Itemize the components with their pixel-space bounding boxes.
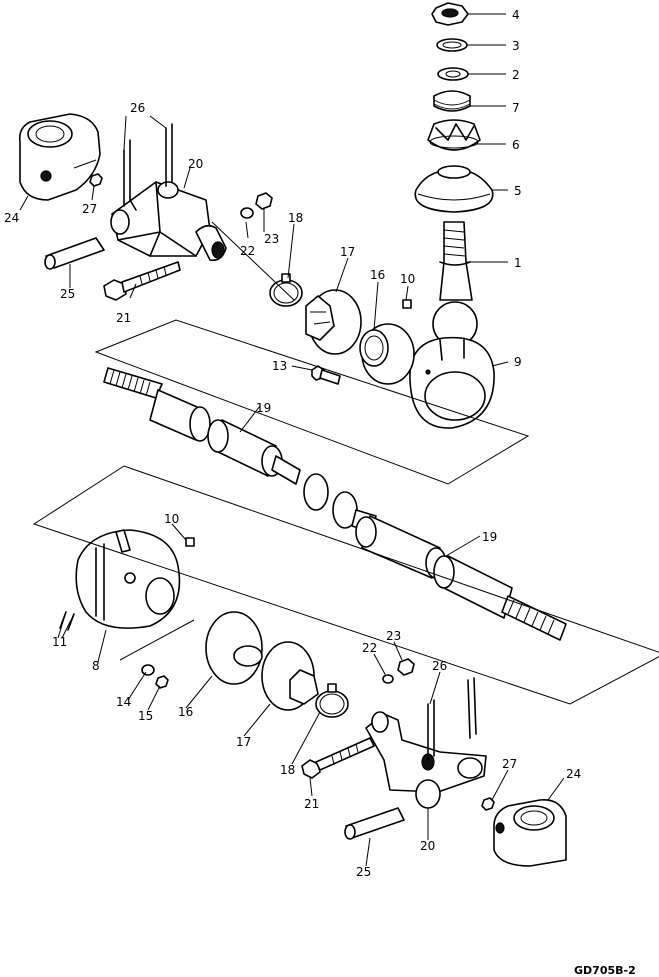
callout-7: 7 xyxy=(512,101,520,115)
callouts: 4 3 2 7 6 5 1 9 10 13 16 17 18 19 20 21 … xyxy=(4,8,581,879)
callout-25a: 25 xyxy=(60,287,75,301)
grease-fitting-10a xyxy=(402,299,412,309)
callout-1: 1 xyxy=(514,256,522,270)
callout-21a: 21 xyxy=(116,311,131,325)
boot-17a xyxy=(305,289,362,355)
clamp-block xyxy=(18,113,101,201)
clip-26-upper xyxy=(123,123,173,211)
callout-19a: 19 xyxy=(256,401,271,415)
hex-nut xyxy=(431,2,469,26)
callout-2: 2 xyxy=(512,68,520,82)
boot-16a xyxy=(359,323,415,385)
callout-17a: 17 xyxy=(340,245,355,259)
callout-16b: 16 xyxy=(178,705,193,719)
small-nut-27a xyxy=(89,173,103,187)
washer-22b xyxy=(382,674,394,684)
clip-26-lower xyxy=(427,677,477,761)
bracket-20 xyxy=(110,181,227,262)
callout-17b: 17 xyxy=(236,735,251,749)
pin-25b xyxy=(344,807,405,840)
ball-seat-cap xyxy=(427,119,481,151)
hose-clamp-18b xyxy=(315,683,349,718)
callout-23a: 23 xyxy=(264,232,279,246)
ball-stud xyxy=(432,221,478,347)
callout-8: 8 xyxy=(92,659,100,673)
callout-24a: 24 xyxy=(4,211,19,225)
callout-26a: 26 xyxy=(130,101,145,115)
callout-6: 6 xyxy=(512,138,520,152)
callout-18b: 18 xyxy=(280,763,295,777)
assembly-lines xyxy=(32,221,659,705)
callout-22a: 22 xyxy=(240,244,255,258)
nut-15 xyxy=(155,675,169,689)
callout-27b: 27 xyxy=(502,757,517,771)
bolt-13 xyxy=(311,365,341,385)
bolt-21b xyxy=(301,737,375,779)
callout-3: 3 xyxy=(512,39,520,53)
callout-14: 14 xyxy=(116,695,131,709)
small-nut-27b xyxy=(481,797,495,811)
callout-23b: 23 xyxy=(386,629,401,643)
callout-13: 13 xyxy=(272,359,287,373)
callout-18a: 18 xyxy=(288,211,303,225)
callout-5: 5 xyxy=(514,184,522,198)
drawing-code: GD705B-2 xyxy=(574,964,636,977)
nut-14 xyxy=(141,664,155,676)
nut-23b xyxy=(397,658,415,676)
snap-ring xyxy=(436,38,468,52)
callout-10b: 10 xyxy=(164,512,179,526)
spring-clip xyxy=(433,90,471,112)
tie-rod-upper xyxy=(103,367,329,511)
callout-21b: 21 xyxy=(304,797,319,811)
callout-20a: 20 xyxy=(188,157,203,171)
bracket-20b xyxy=(365,711,487,809)
callout-25b: 25 xyxy=(356,865,371,879)
callout-22b: 22 xyxy=(362,641,377,655)
callout-11: 11 xyxy=(52,635,67,649)
callout-24b: 24 xyxy=(566,767,581,781)
callout-4: 4 xyxy=(512,8,520,22)
leader-lines xyxy=(19,13,565,867)
nut-23a xyxy=(255,192,273,210)
callout-10a: 10 xyxy=(400,272,415,286)
callout-26b: 26 xyxy=(432,659,447,673)
boot-16b xyxy=(205,611,263,685)
ball-socket-8 xyxy=(75,529,195,629)
clamp-block-24b xyxy=(493,799,567,867)
dust-boot-upper xyxy=(414,165,494,213)
ball-socket-housing xyxy=(409,336,495,429)
callout-20b: 20 xyxy=(420,839,435,853)
bolt-21 xyxy=(103,261,181,301)
washer xyxy=(437,67,469,81)
callout-15: 15 xyxy=(138,709,153,723)
callout-27a: 27 xyxy=(82,202,97,216)
callout-9: 9 xyxy=(514,355,522,369)
washer-22a xyxy=(240,207,254,219)
hose-clamp-18a xyxy=(269,273,303,307)
callout-16a: 16 xyxy=(370,268,385,282)
boot-17b xyxy=(261,641,319,711)
callout-19b: 19 xyxy=(482,530,497,544)
tie-rod-lower xyxy=(332,491,567,641)
pin-25 xyxy=(44,237,105,270)
